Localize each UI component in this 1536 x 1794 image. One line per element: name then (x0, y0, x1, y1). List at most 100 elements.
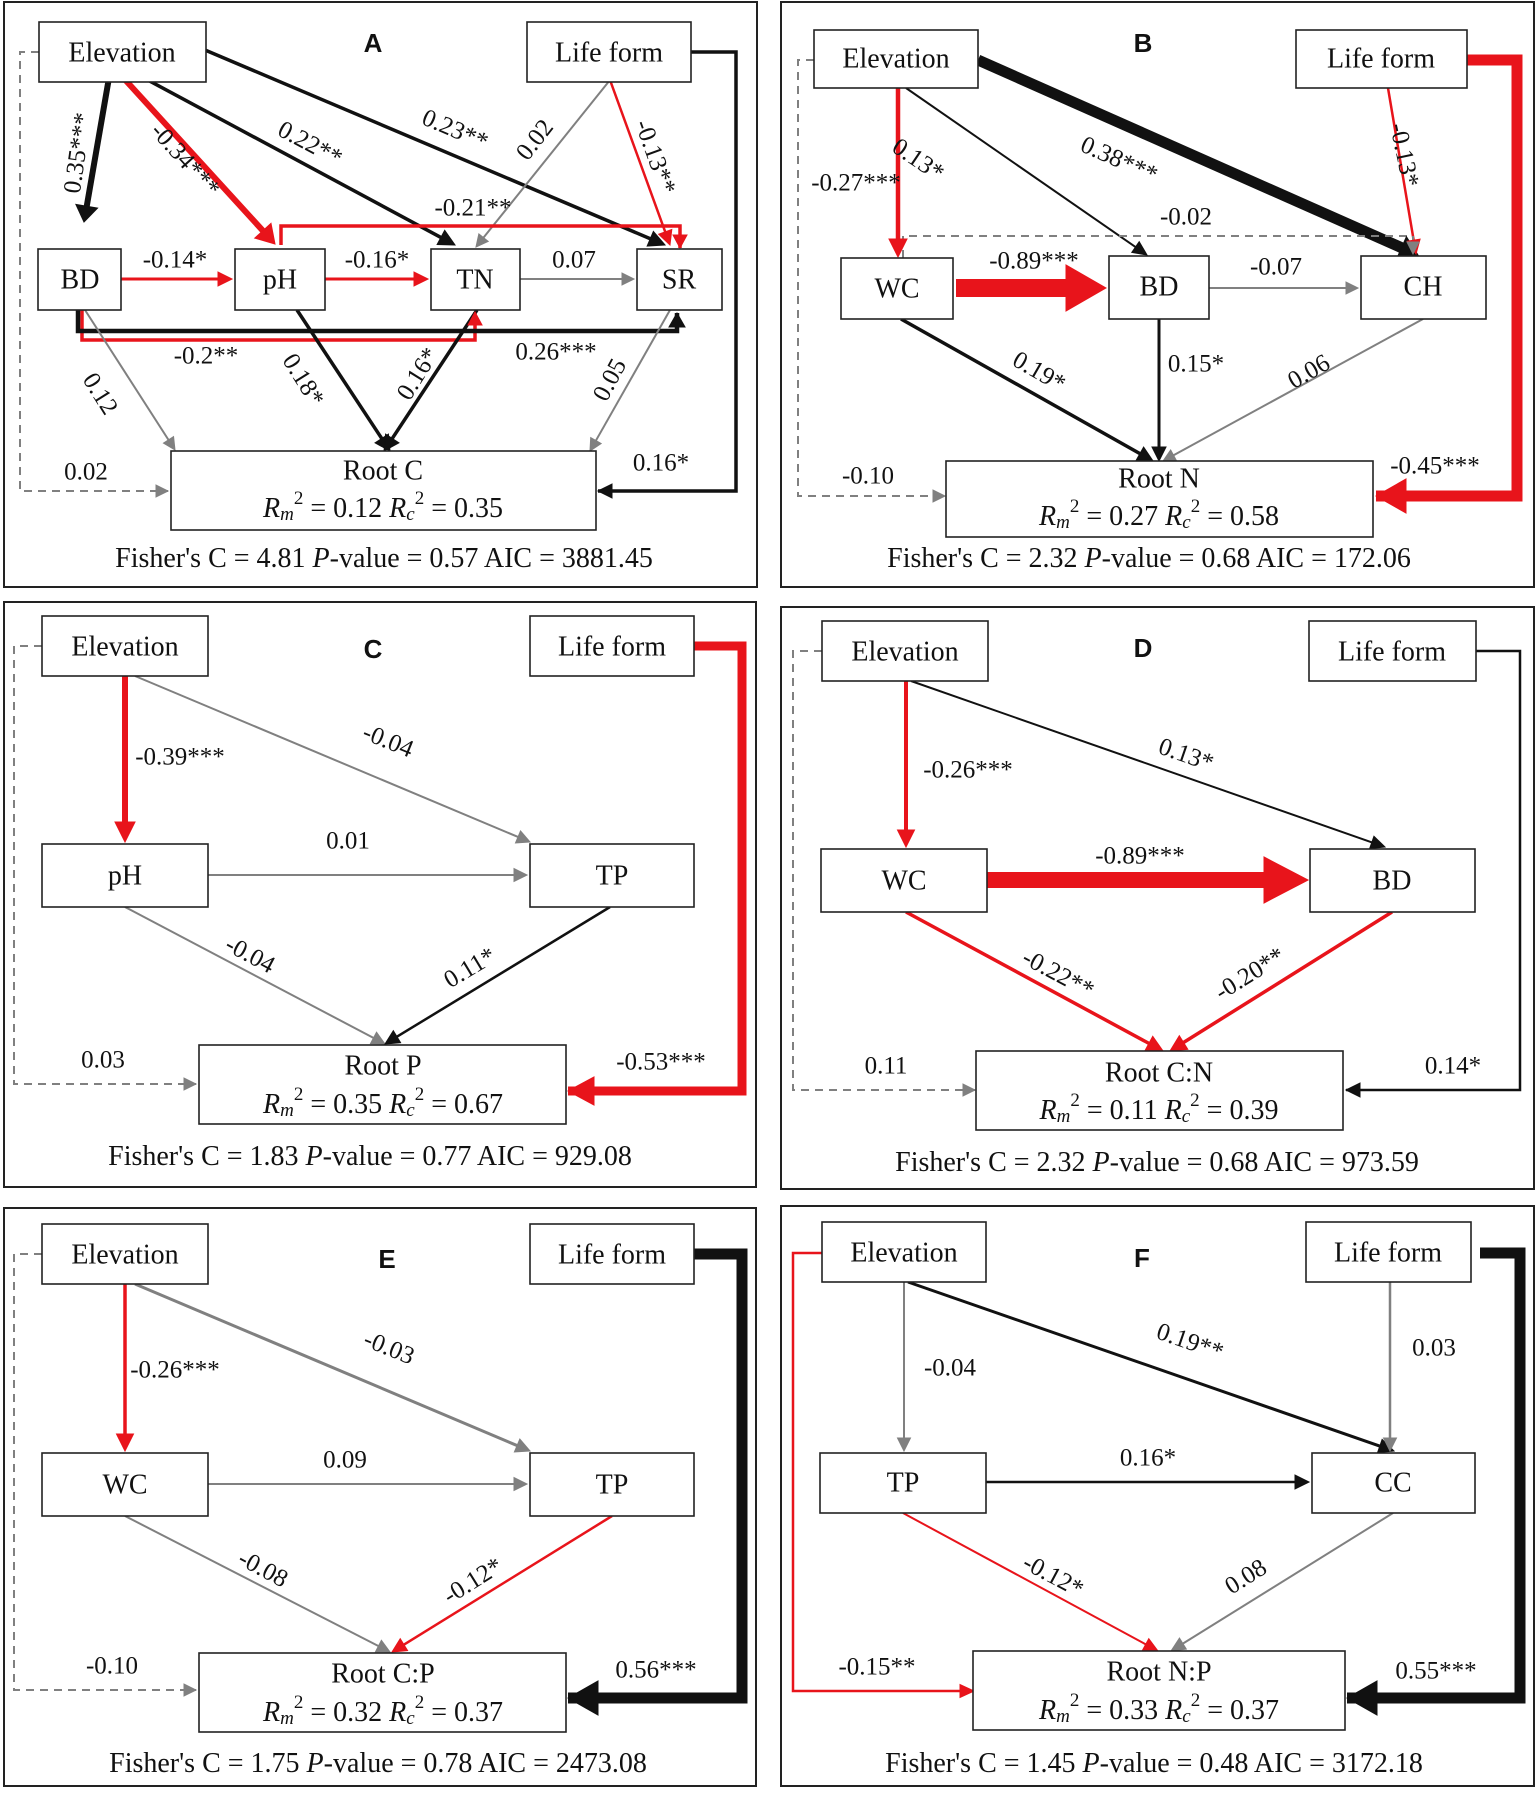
path-arrow (1347, 1247, 1526, 1704)
path-coefficient: -0.39*** (135, 744, 225, 771)
marginal-r2: 0.12 (333, 493, 382, 524)
path-coefficient: 0.11* (439, 942, 500, 994)
arrowhead (621, 272, 636, 286)
path-arrow (84, 309, 170, 442)
arrowhead (1345, 281, 1360, 295)
panel-frame (3, 1, 758, 588)
path-arrow (902, 1512, 1148, 1646)
node-mediator: pH (108, 861, 142, 892)
path-coefficient: -0.89*** (1095, 843, 1185, 870)
arrowhead (896, 1437, 912, 1453)
arrowhead (932, 489, 947, 503)
path-coefficient: 0.02 (64, 459, 108, 486)
node-sr: SR (662, 265, 697, 296)
path-arrow (792, 650, 975, 1091)
node-box (1309, 848, 1476, 913)
node-tn: TN (456, 265, 493, 296)
path-arrow (598, 50, 738, 493)
arrowhead (1130, 240, 1148, 256)
path-arrow (905, 87, 1137, 249)
p-value: 0.68 (1201, 543, 1250, 574)
path-arrow (905, 910, 1151, 1046)
node-box (529, 615, 695, 677)
path-coefficient: 0.16* (633, 450, 689, 477)
path-arrow (80, 310, 477, 342)
node-box (1311, 1452, 1476, 1514)
arrowhead (657, 228, 673, 247)
arrowhead (513, 1476, 529, 1492)
node-life-form: Life form (558, 632, 666, 663)
node-tp: TP (887, 1468, 920, 1499)
arrowhead (183, 1077, 198, 1091)
conditional-r2: 0.58 (1230, 501, 1279, 532)
path-coefficient: -0.26*** (923, 757, 1013, 784)
arrowhead (513, 1438, 532, 1453)
arrowhead (1151, 446, 1167, 463)
arrowhead (475, 232, 490, 248)
response-box (198, 1652, 567, 1733)
path-arrow (568, 641, 747, 1096)
arrowhead (369, 1031, 386, 1045)
panel-letter: B (1134, 28, 1153, 58)
arrowhead (959, 1683, 976, 1699)
path-coefficient: -0.20** (1210, 942, 1290, 1006)
response-box (945, 460, 1374, 538)
marginal-r2: 0.11 (1110, 1095, 1158, 1126)
conditional-r2: 0.39 (1229, 1095, 1278, 1126)
node-box (41, 615, 209, 677)
conditional-r2: 0.67 (454, 1089, 503, 1120)
response-box (975, 1050, 1344, 1131)
fisher-c-value: 1.45 (1027, 1748, 1076, 1779)
path-coefficient: -0.34*** (145, 118, 225, 203)
conditional-r2: 0.37 (1230, 1695, 1279, 1726)
arrowhead (1368, 835, 1387, 850)
path-coefficient: -0.15** (838, 1654, 915, 1681)
node-tp: TP (596, 1470, 629, 1501)
arrowhead (1141, 1637, 1160, 1652)
node-root: Root N (1118, 464, 1200, 495)
path-arrow (395, 905, 611, 1039)
arrowhead (115, 1433, 135, 1453)
path-coefficient: 0.16* (1120, 1445, 1176, 1472)
arrowhead (183, 1683, 198, 1697)
conditional-r2: 0.37 (454, 1697, 503, 1728)
model-fit: Fisher's C = 1.75 P-value = 0.78 AIC = 2… (109, 1748, 647, 1779)
path-arrow (482, 79, 611, 240)
path-coefficient: -0.04 (924, 1355, 977, 1382)
node-box (526, 21, 692, 83)
path-coefficient: 0.07 (552, 247, 596, 274)
model-fit: Fisher's C = 2.32 P-value = 0.68 AIC = 1… (887, 543, 1411, 574)
node-box (37, 248, 122, 311)
arrowhead (1406, 241, 1420, 256)
p-value: 0.48 (1199, 1748, 1248, 1779)
r-squared: Rm2 = 0.12 Rc2 = 0.35 (262, 488, 503, 525)
node-root: Root C:P (331, 1659, 434, 1690)
model-fit: Fisher's C = 2.32 P-value = 0.68 AIC = 9… (895, 1147, 1419, 1178)
aic-value: 973.59 (1342, 1147, 1419, 1178)
node-ph: pH (263, 265, 297, 296)
path-coefficient: -0.13* (1384, 121, 1424, 190)
node-box (1308, 620, 1477, 682)
node-cc: CC (1374, 1468, 1411, 1499)
arrowhead (566, 1680, 599, 1716)
node-elevation: Elevation (842, 44, 949, 75)
panel-d: D Elevation Life form WC BD Root C:N Rm2… (780, 606, 1535, 1190)
fisher-c-value: 4.81 (257, 543, 306, 574)
model-fit: Fisher's C = 1.83 P-value = 0.77 AIC = 9… (108, 1141, 632, 1172)
conditional-r2: 0.35 (454, 493, 503, 524)
path-coefficient: 0.26*** (515, 339, 596, 366)
path-coefficient: 0.19** (1153, 1318, 1227, 1366)
path-coefficient: 0.14* (1425, 1053, 1481, 1080)
path-coefficient: -0.53*** (616, 1049, 706, 1076)
arrowhead (253, 222, 276, 245)
panel-b: B Elevation Life form WC BD CH Root N Rm (780, 1, 1535, 588)
panel-letter: D (1134, 633, 1153, 663)
arrowhead (1344, 1082, 1361, 1098)
p-value: 0.77 (422, 1141, 471, 1172)
p-value: 0.68 (1209, 1147, 1258, 1178)
path-arrow (910, 680, 1374, 844)
arrowhead (75, 203, 99, 223)
node-box (529, 843, 695, 908)
arrowhead (114, 821, 136, 844)
fisher-c-value: 1.83 (250, 1141, 299, 1172)
